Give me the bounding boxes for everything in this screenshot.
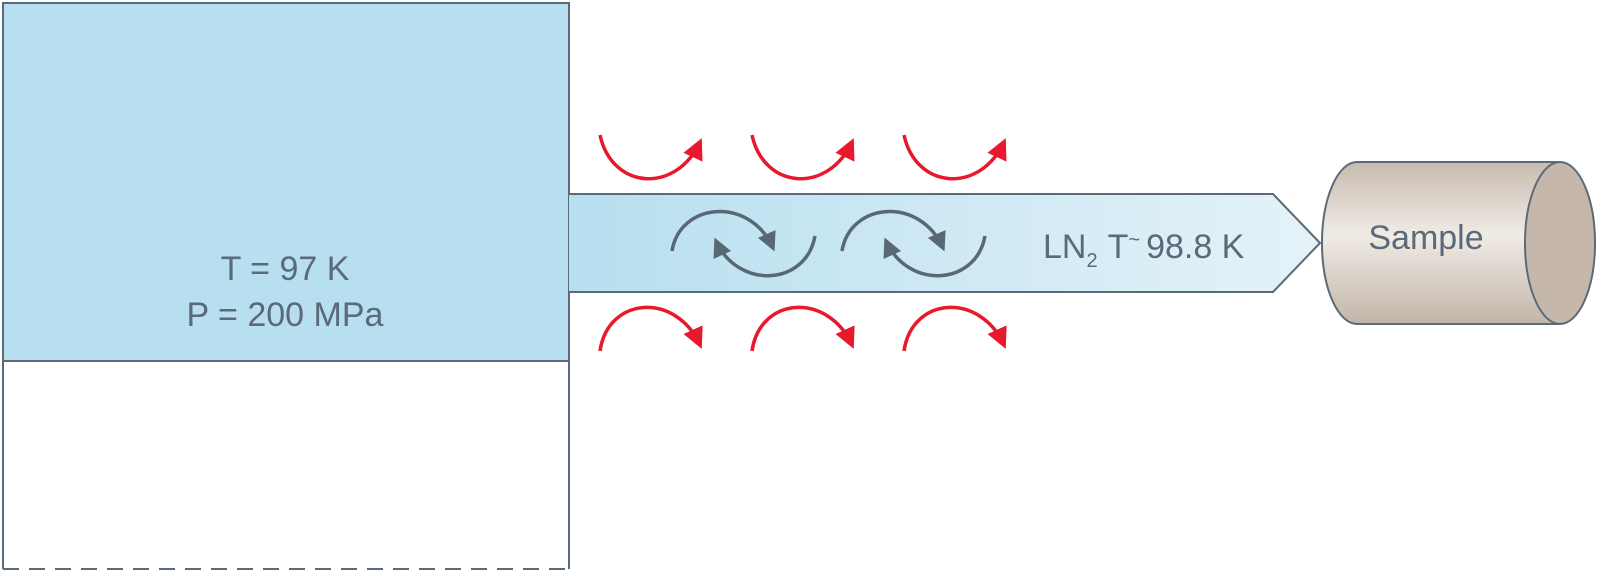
red-curved-arrow-icon [902, 134, 1007, 181]
approx-symbol: ~ [1128, 229, 1140, 251]
gray-circular-arrow-icon [713, 235, 817, 278]
circulation-icon-2 [840, 209, 987, 278]
circulation-icon-1 [670, 209, 817, 278]
sample-label: Sample [1368, 219, 1483, 257]
vessel-fluid-region [2, 2, 570, 362]
temperature-symbol: T [1108, 228, 1129, 266]
red-curved-arrow-icon [598, 134, 703, 181]
heat-arrows-bottom [598, 305, 1007, 352]
pressure-vessel: T = 97 K P = 200 MPa [2, 2, 570, 570]
gray-circular-arrow-icon [670, 209, 776, 252]
red-curved-arrow-icon [750, 134, 855, 181]
vessel-pressure-label: P = 200 MPa [187, 296, 384, 334]
red-curved-arrow-icon [902, 305, 1007, 352]
sample-cylinder: Sample [1321, 161, 1596, 325]
red-curved-arrow-icon [750, 305, 855, 352]
gray-circular-arrow-icon [883, 235, 987, 278]
gray-circular-arrow-icon [840, 209, 946, 252]
heat-arrows-top [598, 134, 1007, 181]
sample-cylinder-face [1524, 161, 1596, 325]
tube-temperature-value: 98.8 K [1146, 228, 1245, 266]
red-curved-arrow-icon [598, 305, 703, 352]
fluid-subscript: 2 [1086, 250, 1097, 272]
vessel-temperature-label: T = 97 K [221, 250, 350, 288]
sample-cylinder-body [1321, 161, 1561, 325]
fluid-name: LN [1043, 228, 1086, 266]
